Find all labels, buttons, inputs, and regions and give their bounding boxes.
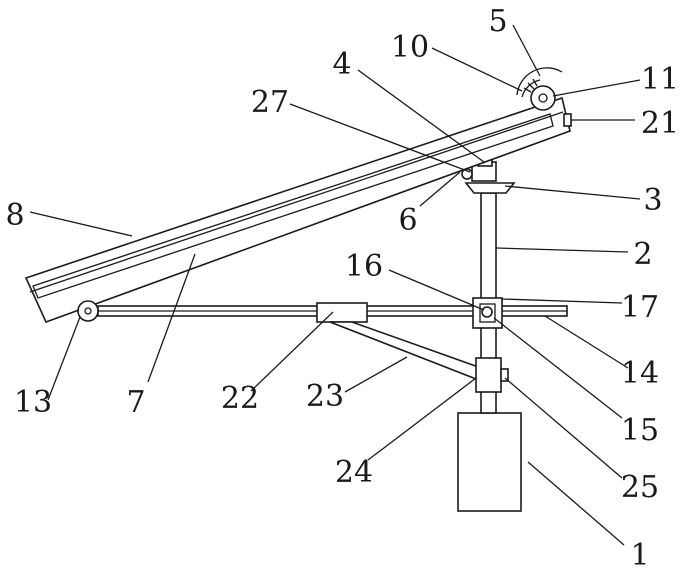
- leader-14: [545, 316, 628, 368]
- label-11: 11: [641, 62, 679, 97]
- brace-arm: [330, 322, 498, 386]
- label-22: 22: [221, 381, 259, 416]
- post-clamp: [476, 358, 501, 392]
- leader-23: [345, 357, 407, 392]
- label-7: 7: [126, 385, 145, 420]
- label-10: 10: [391, 30, 429, 65]
- label-15: 15: [621, 413, 659, 448]
- leader-5: [513, 25, 540, 76]
- end-button: [564, 114, 571, 126]
- top-roller: [531, 86, 555, 110]
- label-25: 25: [621, 470, 659, 505]
- label-13: 13: [14, 385, 52, 420]
- support-plate: [466, 183, 514, 193]
- label-2: 2: [633, 237, 652, 272]
- leader-3: [505, 186, 640, 199]
- label-17: 17: [621, 290, 659, 325]
- label-4: 4: [332, 47, 351, 82]
- leader-1: [528, 462, 624, 545]
- label-27: 27: [251, 85, 289, 120]
- label-3: 3: [643, 183, 662, 218]
- leader-10: [432, 48, 522, 91]
- leader-8: [30, 212, 132, 236]
- leader-13: [48, 317, 80, 400]
- label-6: 6: [398, 203, 417, 238]
- label-1: 1: [630, 538, 649, 570]
- sliding-collar: [317, 303, 367, 322]
- leader-15: [494, 318, 622, 418]
- base-box: [458, 413, 521, 511]
- label-16: 16: [345, 249, 383, 284]
- pulley: [78, 301, 98, 321]
- label-8: 8: [5, 198, 24, 233]
- leader-11: [553, 80, 640, 96]
- joint-pin: [482, 307, 492, 317]
- leader-25: [505, 378, 622, 478]
- label-24: 24: [335, 455, 373, 490]
- label-21: 21: [641, 106, 679, 141]
- leader-17: [502, 299, 622, 303]
- label-23: 23: [306, 379, 344, 414]
- label-14: 14: [621, 356, 659, 391]
- label-5: 5: [488, 4, 507, 39]
- leader-2: [496, 248, 628, 252]
- leader-16: [389, 270, 484, 310]
